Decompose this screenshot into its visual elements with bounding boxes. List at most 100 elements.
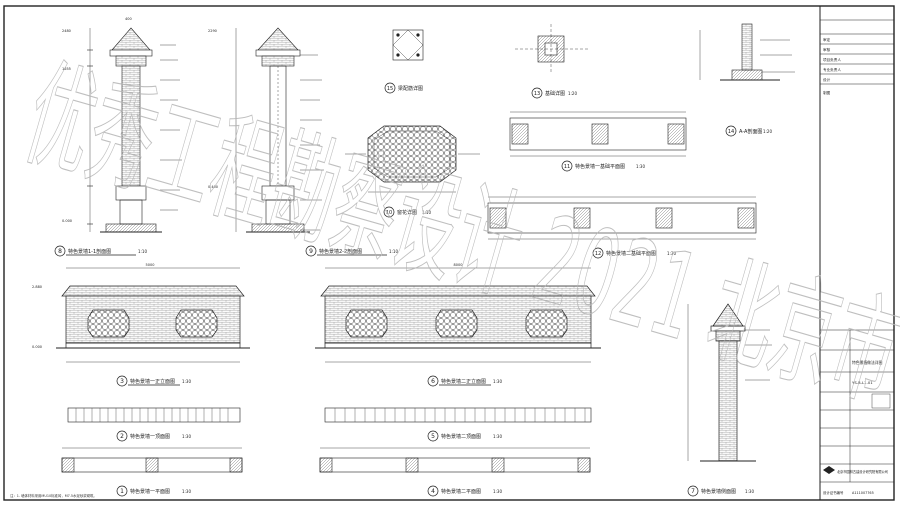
view-number-13: 13	[534, 91, 540, 97]
view-scale-4: 1:30	[493, 489, 502, 494]
view-number-10: 10	[386, 210, 392, 216]
view-title-4: 特色景墙二平面图	[441, 488, 481, 495]
view-marker-4	[427, 485, 439, 497]
view-scale-10: 1:10	[422, 210, 431, 215]
view-marker-11	[561, 160, 573, 172]
view-title-5: 特色景墙二顶面图	[441, 433, 481, 440]
view-scale-13: 1:20	[568, 91, 577, 96]
view-scale-2: 1:30	[182, 434, 191, 439]
section-1-1-height-3: 0.000	[62, 219, 72, 223]
view-title-3: 特色景墙一正立面图	[130, 378, 175, 385]
section-1-1-width: 400	[125, 17, 132, 21]
view-scale-9: 1:10	[389, 249, 398, 254]
title-row-5: 设计	[823, 77, 831, 82]
title-row-6: 制图	[823, 90, 831, 95]
elevation-1-level-top: 2.880	[32, 285, 42, 289]
view-scale-7: 1:30	[745, 489, 754, 494]
foundation-plan-2-drawing	[487, 196, 757, 240]
view-title-15: 梁配筋详图	[398, 85, 423, 92]
view-scale-6: 1:30	[493, 379, 502, 384]
elevation-wall-1-drawing	[56, 267, 250, 363]
title-row-2: 审核	[823, 47, 831, 52]
view-title-9: 特色景墙2-2剖面图	[319, 248, 362, 255]
view-marker-3	[116, 375, 128, 387]
view-title-8: 特色景墙1-1剖面图	[68, 248, 111, 255]
view-number-6: 6	[431, 378, 435, 385]
lattice-detail-drawing	[345, 125, 480, 193]
view-marker-14	[725, 125, 737, 137]
section-2-2-height-2: 0.400	[208, 185, 218, 189]
company-logo-icon	[823, 466, 835, 474]
company-name: 北京市园林古建设计研究院有限公司	[837, 469, 888, 474]
view-marker-6	[427, 375, 439, 387]
top-view-wall-2-drawing	[324, 407, 592, 423]
certificate-number: A111007765	[852, 491, 874, 495]
a-a-section-drawing	[699, 23, 795, 81]
top-view-wall-1-drawing	[67, 407, 241, 423]
project-name: 特色景墙做法详图	[852, 360, 883, 365]
section-2-2-height-1: 2290	[208, 29, 217, 33]
view-title-12: 特色景墙二基础平面图	[606, 250, 656, 257]
view-marker-7	[687, 485, 699, 497]
view-number-8: 8	[58, 248, 62, 255]
view-marker-5	[427, 430, 439, 442]
view-marker-2	[116, 430, 128, 442]
foundation-plan-1-drawing	[509, 111, 687, 157]
view-scale-5: 1:30	[493, 434, 502, 439]
drawing-number: YS-B-L1-01	[852, 380, 873, 385]
view-scale-8: 1:10	[138, 249, 147, 254]
sheet-border	[3, 5, 895, 501]
section-1-1-height-2: 1655	[62, 67, 71, 71]
elevation-1-level-ground: 0.000	[32, 345, 42, 349]
view-marker-13	[531, 87, 543, 99]
section-2-2-drawing	[235, 27, 324, 233]
view-number-12: 12	[595, 251, 601, 257]
view-marker-15	[384, 82, 396, 94]
view-title-2: 特色景墙一顶面图	[130, 433, 170, 440]
elevation-2-total-dim: 8000	[454, 263, 463, 267]
foundation-detail-drawing	[515, 24, 590, 74]
view-scale-14: 1:20	[763, 129, 772, 134]
view-number-1: 1	[120, 488, 124, 495]
view-number-7: 7	[691, 488, 695, 495]
view-title-11: 特色景墙一基础平面图	[575, 163, 625, 170]
view-title-10: 窗花详图	[397, 209, 417, 216]
view-title-7: 特色景墙侧面图	[701, 488, 736, 495]
view-number-4: 4	[431, 488, 435, 495]
certificate-label: 设计证书编号	[823, 490, 844, 495]
view-marker-9	[305, 245, 317, 257]
view-marker-10	[383, 206, 395, 218]
view-number-9: 9	[309, 248, 313, 255]
view-marker-1	[116, 485, 128, 497]
title-row-4: 专业负责人	[823, 67, 841, 72]
side-elevation-drawing	[687, 303, 772, 462]
elevation-1-total-dim: 5000	[146, 263, 155, 267]
view-number-3: 3	[120, 378, 124, 385]
plan-wall-1-drawing	[61, 447, 243, 473]
view-number-5: 5	[431, 433, 435, 440]
view-number-11: 11	[564, 164, 570, 170]
view-scale-12: 1:30	[667, 251, 676, 256]
view-number-2: 2	[120, 433, 124, 440]
view-scale-3: 1:30	[182, 379, 191, 384]
view-title-6: 特色景墙二正立面图	[441, 378, 486, 385]
view-scale-11: 1:30	[636, 164, 645, 169]
section-1-1-drawing	[87, 27, 182, 233]
view-number-15: 15	[387, 86, 393, 92]
view-title-13: 基础详图	[545, 90, 565, 97]
view-title-14: A-A剖面图	[739, 128, 762, 135]
title-row-1: 审定	[823, 37, 831, 42]
view-marker-8	[54, 245, 66, 257]
view-title-1: 特色景墙一平面图	[130, 488, 170, 495]
general-note: 注：1. 墙体材料采用MU10标准砖，M7.5水泥砂浆砌筑。	[10, 493, 97, 498]
rebar-detail-drawing	[392, 29, 424, 61]
view-marker-12	[592, 247, 604, 259]
section-1-1-height-1: 2480	[62, 29, 71, 33]
elevation-wall-2-drawing	[315, 267, 601, 363]
title-row-3: 项目负责人	[823, 57, 841, 62]
view-scale-1: 1:30	[182, 489, 191, 494]
plan-wall-2-drawing	[319, 447, 591, 473]
title-block	[819, 5, 895, 501]
view-number-14: 14	[728, 129, 734, 135]
